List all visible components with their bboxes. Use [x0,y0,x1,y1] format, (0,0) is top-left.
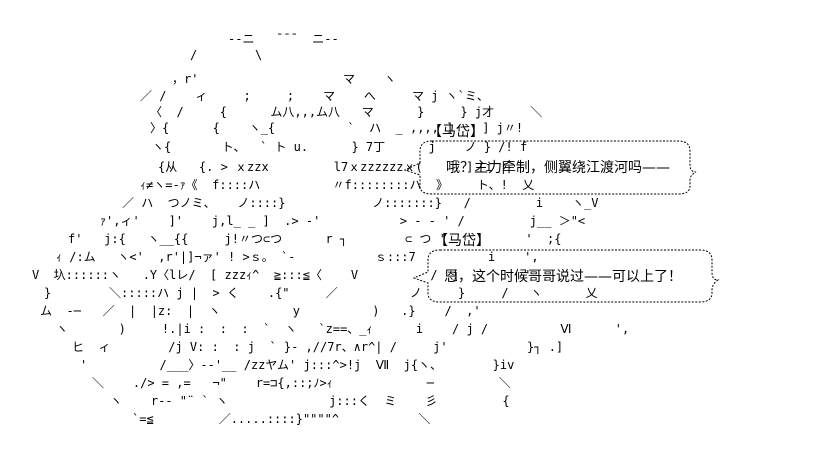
ascii-art-line: ／ ハ つノミ、 ノ::::} ノ:::::::} / i ヽ_V [122,196,599,210]
ascii-art-line: ヽ r-- "¨ ` ヽ j:::く ミ 彡 { [110,394,510,408]
ascii-art-line: ｧ',ィ' ]' j,l_ _ ] .> -' > - - ' / j__ ＞"… [100,214,586,228]
ascii-art-line: 〉{ { ヽ_{ ` ハ _ ,,,, ] ] j〃! [150,121,524,135]
ascii-art-line: ヽ{ ト、 ` ト u. } 7丁 j ノ } /! f [152,140,528,154]
speaker-name-1: 【马岱】 [428,124,484,140]
ascii-art-line: ｨ≠ヽ=-ｧ《 f::::ハ 〃f::::::::ハ 》 ト、! 乂 [140,178,535,192]
ascii-art-line: ヽ ) !.|i : : : ` ヽ `z==、_ｨ i / j / Ⅵ ', [56,322,630,336]
speaker-name-2: 【马岱】 [434,233,490,249]
ascii-art-line: `=≦ ／.....::::}""""^ ＼ [132,412,431,426]
ascii-art-line: ヒ ィ /j V: : : j ` }- ,//7r、∧r^| / j' }┐ … [72,340,564,354]
dialogue-line-2: 恩，这个时候哥哥说过——可以上了！ [444,269,682,285]
dialogue-line-1: 哦？主力牵制，侧翼绕江渡河吗—— [446,160,670,176]
ascii-art-line: --ニ ̄ ̄ ̄ ニ-- [228,32,339,46]
ascii-art-line: 〈 / { ム八,,,ム八 マ } } j才 ＼ [150,105,543,119]
ascii-art-line: ＼ ./> = ,= ¬" r=⊐{,::;ﾉ>ｨ ─ ＼ [92,376,511,390]
ascii-art-line: f' j:{ ヽ__{{ j!〃つ⊂つ r ┐ ⊂ つ ' ' ;{ [68,232,562,246]
ascii-art-line: ／ / ィ ; ; マ へ マ j ヽ`ミ、 [140,89,489,103]
ascii-art-line: ' /___〉--'__ /zzヤム' j:::^>!j Ⅶ j{ヽ、 }iv [80,358,515,372]
ascii-art-line: / \ [190,48,263,62]
ascii-art-line: ム -─ ／ | |z: | ヽ y ) .} / ,' [40,304,481,318]
ascii-art-line: ｨ /:ム ヽ<' ,r'|]¬ァ' ! >ｓ。 `- ｓ:::7 i ', [56,250,539,264]
ascii-art-line: } ＼:::::ハ j | > く .{" ／ ノ } / ヽ 乂 [44,286,598,300]
ascii-art-line: ，r' マ ヽ [172,72,396,86]
